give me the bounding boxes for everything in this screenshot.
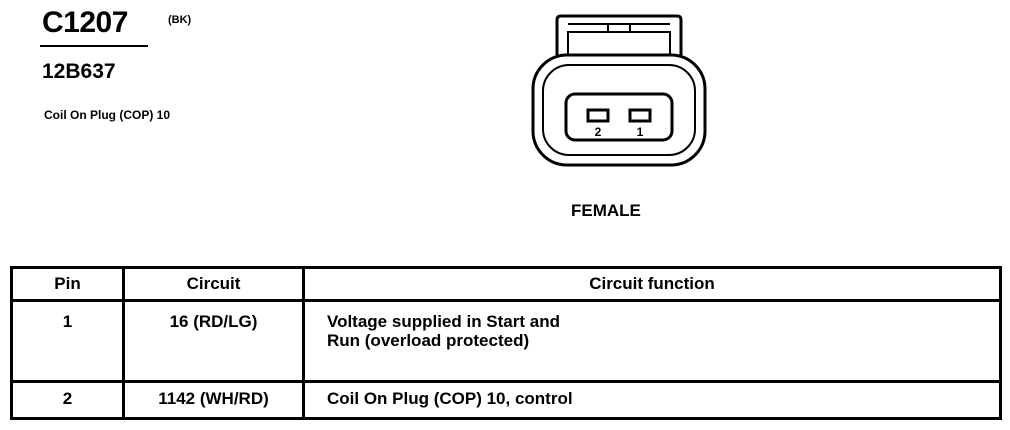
circuit-cell: 16 (RD/LG) — [122, 299, 305, 383]
header-circuit-function: Circuit function — [302, 266, 1002, 302]
function-cell: Coil On Plug (COP) 10, control — [302, 380, 1002, 420]
pinout-table: Pin Circuit Circuit function 1 16 (RD/LG… — [10, 266, 1002, 420]
connector-face-diagram: 2 1 — [531, 14, 707, 167]
terminal-1 — [628, 108, 652, 123]
locking-tab — [555, 14, 683, 55]
function-cell: Voltage supplied in Start and Run (overl… — [302, 299, 1002, 383]
table-header-row: Pin Circuit Circuit function — [10, 266, 1002, 302]
connector-housing — [531, 53, 707, 167]
pin-cavity-frame — [564, 92, 674, 142]
header-pin: Pin — [10, 266, 125, 302]
gender-label: FEMALE — [571, 201, 641, 220]
part-number: 12B637 — [42, 60, 116, 83]
connector-id: C1207 — [42, 6, 128, 39]
circuit-cell: 1142 (WH/RD) — [122, 380, 305, 420]
color-code: (BK) — [168, 14, 192, 26]
table-row: 2 1142 (WH/RD) Coil On Plug (COP) 10, co… — [10, 380, 1002, 420]
terminal-2 — [586, 108, 610, 123]
function-line: Voltage supplied in Start and — [327, 312, 560, 331]
table-row: 1 16 (RD/LG) Voltage supplied in Start a… — [10, 299, 1002, 383]
pin-cell: 2 — [10, 380, 125, 420]
pin-label-2: 2 — [595, 125, 602, 139]
pin-cell: 1 — [10, 299, 125, 383]
pin-label-1: 1 — [637, 125, 644, 139]
header-circuit: Circuit — [122, 266, 305, 302]
connector-description: Coil On Plug (COP) 10 — [44, 108, 171, 122]
function-line: Run (overload protected) — [327, 331, 530, 350]
title-underline — [40, 45, 148, 47]
function-line: Coil On Plug (COP) 10, control — [327, 389, 573, 408]
